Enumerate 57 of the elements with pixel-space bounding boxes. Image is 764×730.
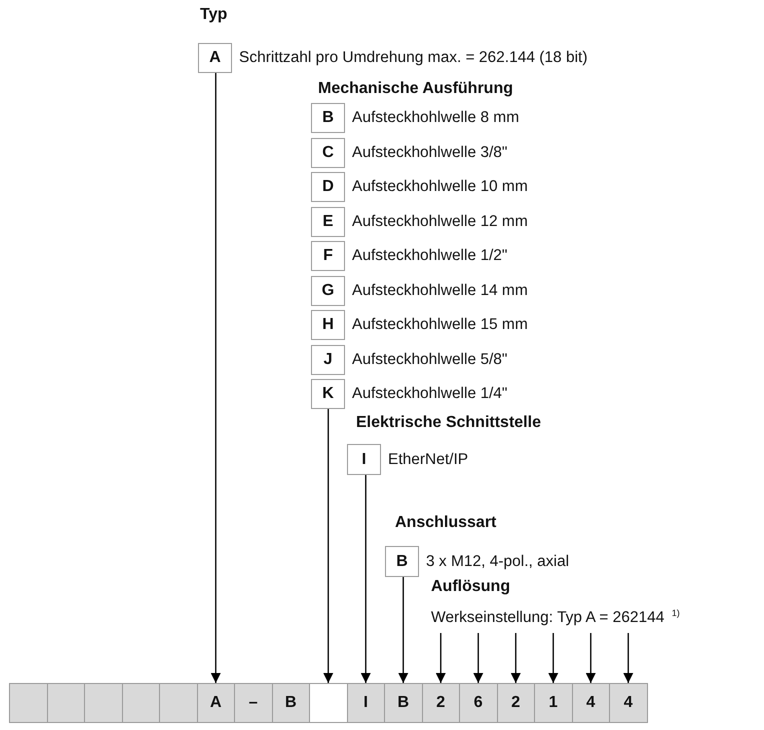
option-description: Aufsteckhohlwelle 14 mm (352, 280, 528, 300)
blank-code-cell (9, 683, 48, 723)
option-code: E (311, 206, 345, 236)
arrow (510, 633, 521, 683)
option-code: G (311, 276, 345, 306)
option-code: A (198, 43, 232, 73)
arrow (436, 633, 446, 683)
arrow (586, 633, 596, 683)
section-heading: Anschlussart (395, 514, 496, 532)
option-code: F (311, 241, 345, 271)
option-code: K (311, 379, 345, 409)
code-cell: 6 (459, 683, 498, 723)
code-cell: B (384, 683, 422, 723)
option-code: C (311, 138, 345, 168)
option-description: 3 x M12, 4-pol., axial (426, 552, 570, 572)
option-code: B (311, 103, 345, 133)
arrow (623, 633, 634, 683)
option-description: Schrittzahl pro Umdrehung max. = 262.144 (18 bit) (239, 48, 588, 68)
blank-code-cell (84, 683, 122, 723)
option-description: Aufsteckhohlwelle 3/8" (352, 142, 508, 162)
option-description: Aufsteckhohlwelle 12 mm (352, 212, 528, 232)
option-description: Aufsteckhohlwelle 15 mm (352, 315, 528, 335)
arrow (360, 475, 371, 683)
option-description: Aufsteckhohlwelle 1/2" (352, 246, 508, 266)
option-description: Aufsteckhohlwelle 1/4" (352, 384, 508, 404)
arrow (210, 73, 221, 683)
code-cell: 2 (496, 683, 535, 723)
code-cell: B (272, 683, 310, 723)
code-cell: A (196, 683, 235, 723)
option-description: EtherNet/IP (388, 450, 468, 470)
option-code: I (347, 444, 381, 475)
code-cell: 1 (534, 683, 572, 723)
code-cell: 4 (609, 683, 648, 723)
factory-setting-note: Werkseinstellung: Typ A = 262144 $^{1)}$ (431, 608, 680, 626)
option-description: Aufsteckhohlwelle 8 mm (352, 108, 520, 128)
option-code: H (311, 310, 345, 340)
option-code: J (311, 344, 345, 374)
option-code: D (311, 172, 345, 202)
code-cell: 4 (572, 683, 610, 723)
section-heading: Elektrische Schnittstelle (356, 414, 541, 432)
option-description: Aufsteckhohlwelle 10 mm (352, 177, 528, 197)
blank-code-cell (159, 683, 198, 723)
section-heading: Typ (200, 6, 228, 24)
arrow (473, 633, 484, 683)
section-heading: Mechanische Ausführung (318, 80, 513, 98)
blank-code-cell (309, 683, 348, 723)
arrow (548, 633, 558, 683)
blank-code-cell (46, 683, 85, 723)
option-code: B (385, 546, 419, 577)
code-cell: 2 (422, 683, 460, 723)
code-cell: – (234, 683, 272, 723)
option-description: Aufsteckhohlwelle 5/8" (352, 350, 508, 370)
section-heading: Auflösung (431, 578, 510, 596)
arrow (398, 577, 408, 683)
blank-code-cell (122, 683, 160, 723)
arrow (323, 409, 334, 683)
code-cell: I (346, 683, 385, 723)
